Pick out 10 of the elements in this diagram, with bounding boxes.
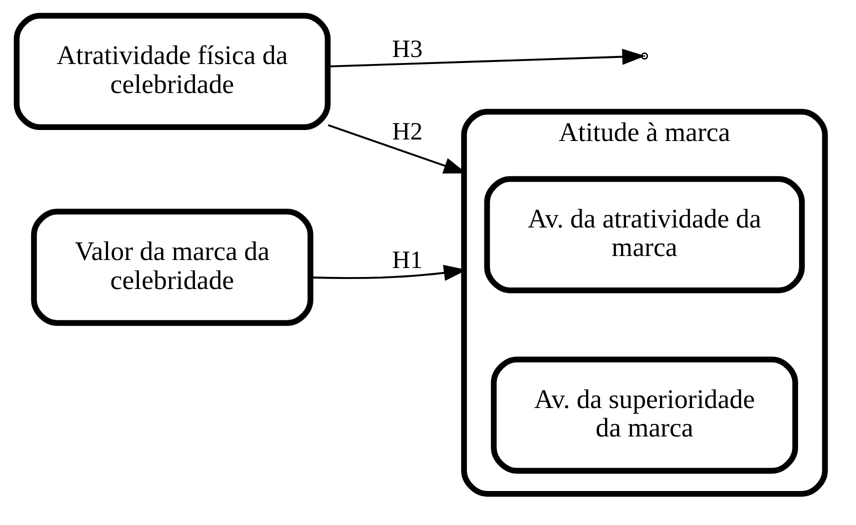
arrow xyxy=(328,48,645,68)
arrow xyxy=(327,124,466,174)
edge-label: H3 xyxy=(392,36,422,63)
edge-label: H2 xyxy=(392,118,422,146)
node-box: Av. da superioridade da marca xyxy=(490,356,798,474)
edge-label: H1 xyxy=(392,247,422,274)
node-box: Valor da marca da celebridade xyxy=(30,208,313,326)
node-box: Atratividade física da celebridade xyxy=(13,12,330,130)
arrow xyxy=(310,264,466,281)
node-box: Av. da atratividade da marca xyxy=(484,176,804,294)
